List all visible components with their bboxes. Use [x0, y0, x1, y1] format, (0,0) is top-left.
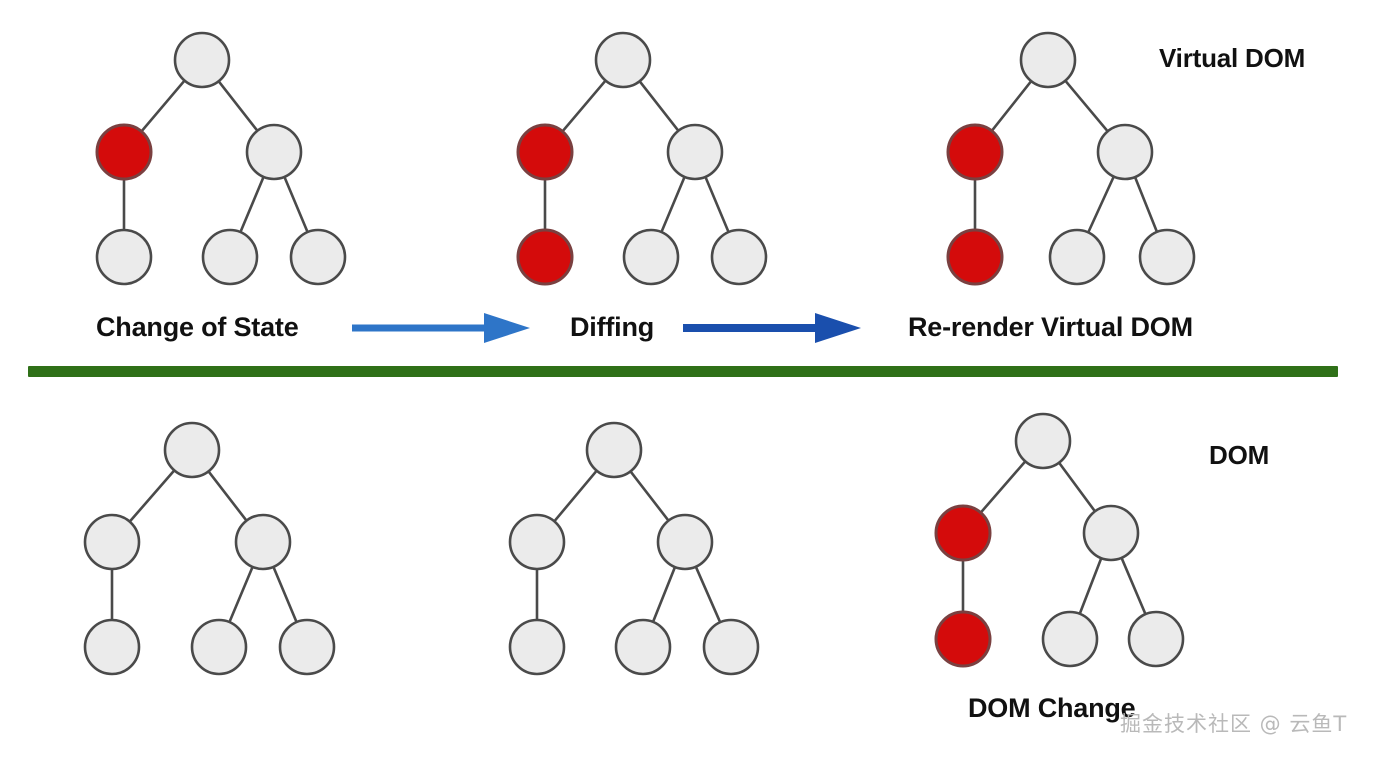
- tree-edge: [227, 564, 255, 625]
- tree-node-left-child: [508, 618, 566, 676]
- tree-edge: [1119, 555, 1148, 617]
- tree-edges: [122, 78, 310, 235]
- tree-node-root: [594, 31, 652, 89]
- tree-dom-unchanged: [508, 421, 760, 676]
- tree-node-root: [1019, 31, 1077, 89]
- tree-node-left-child-changed: [934, 610, 992, 668]
- dom-label: DOM: [1209, 440, 1270, 470]
- tree-node-right: [234, 513, 292, 571]
- tree-node-left-changed: [946, 123, 1004, 181]
- tree-node-right: [666, 123, 724, 181]
- tree-re-render-virtual-dom-label: Re-render Virtual DOM: [908, 312, 1193, 342]
- tree-edge: [560, 78, 608, 134]
- tree-edge: [1063, 78, 1110, 134]
- tree-edge: [694, 564, 722, 625]
- virtual-dom-label: Virtual DOM: [1159, 43, 1306, 73]
- tree-edge: [238, 174, 266, 235]
- tree-diffing: [516, 31, 768, 286]
- watermark: 掘金技术社区 @ 云鱼T: [1120, 712, 1348, 736]
- tree-diffing-label: Diffing: [570, 312, 655, 342]
- tree-node-left-changed: [516, 123, 574, 181]
- tree-edge: [659, 174, 687, 235]
- tree-edge: [703, 174, 731, 235]
- tree-node-right-child-b: [1127, 610, 1185, 668]
- tree-node-right-child-a: [190, 618, 248, 676]
- arrow-head: [815, 313, 861, 343]
- tree-edge: [552, 468, 599, 524]
- tree-node-right-child-b: [710, 228, 768, 286]
- tree-node-left: [508, 513, 566, 571]
- tree-node-right-child-a: [1048, 228, 1106, 286]
- tree-edge: [1078, 555, 1103, 617]
- tree-edges: [961, 459, 1148, 617]
- tree-node-right-child-b: [702, 618, 760, 676]
- tree-edge: [282, 174, 310, 235]
- tree-node-root: [173, 31, 231, 89]
- tree-node-left-child: [95, 228, 153, 286]
- tree-node-left-child-changed: [946, 228, 1004, 286]
- arrow-shaft: [352, 324, 490, 332]
- arrow-diffing-to-rerender: [683, 313, 861, 343]
- tree-node-right-child-a: [614, 618, 672, 676]
- tree-edge: [271, 564, 299, 625]
- tree-change-of-state-label: Change of State: [96, 312, 299, 342]
- tree-node-right-child-a: [622, 228, 680, 286]
- tree-node-left-child-changed: [516, 228, 574, 286]
- tree-node-left: [83, 513, 141, 571]
- tree-edge: [978, 459, 1028, 515]
- tree-edges: [110, 468, 299, 625]
- tree-node-right-child-b: [1138, 228, 1196, 286]
- tree-dom-change: [934, 412, 1185, 668]
- arrow-shaft: [683, 324, 821, 332]
- tree-edge: [127, 468, 177, 524]
- tree-node-right-child-a: [201, 228, 259, 286]
- tree-node-right-child-a: [1041, 610, 1099, 668]
- tree-edge: [637, 79, 681, 133]
- tree-edges: [543, 78, 731, 235]
- tree-edge: [139, 78, 187, 134]
- tree-node-right: [245, 123, 303, 181]
- tree-node-left-changed: [95, 123, 153, 181]
- tree-dom-change-label: DOM Change: [968, 693, 1136, 723]
- tree-node-left-child: [83, 618, 141, 676]
- tree-dom-initial: [83, 421, 336, 676]
- tree-edge: [1057, 460, 1097, 514]
- tree-edge: [1086, 174, 1116, 235]
- tree-edge: [206, 469, 249, 523]
- tree-node-left-changed: [934, 504, 992, 562]
- tree-node-right-child-b: [278, 618, 336, 676]
- arrow-head: [484, 313, 530, 343]
- tree-edge: [216, 79, 260, 133]
- tree-edge: [989, 79, 1034, 133]
- tree-node-right-child-b: [289, 228, 347, 286]
- section-divider: [28, 366, 1338, 377]
- tree-edge: [628, 469, 671, 523]
- tree-edges: [535, 468, 722, 625]
- tree-edge: [1133, 174, 1159, 235]
- tree-node-root: [585, 421, 643, 479]
- tree-node-right: [1082, 504, 1140, 562]
- tree-re-render-virtual-dom: [946, 31, 1196, 286]
- tree-node-root: [163, 421, 221, 479]
- tree-node-root: [1014, 412, 1072, 470]
- tree-node-right: [656, 513, 714, 571]
- tree-edge: [651, 564, 677, 625]
- tree-change-of-state: [95, 31, 347, 286]
- arrow-change-to-diffing: [352, 313, 530, 343]
- tree-edges: [973, 78, 1159, 235]
- tree-node-right: [1096, 123, 1154, 181]
